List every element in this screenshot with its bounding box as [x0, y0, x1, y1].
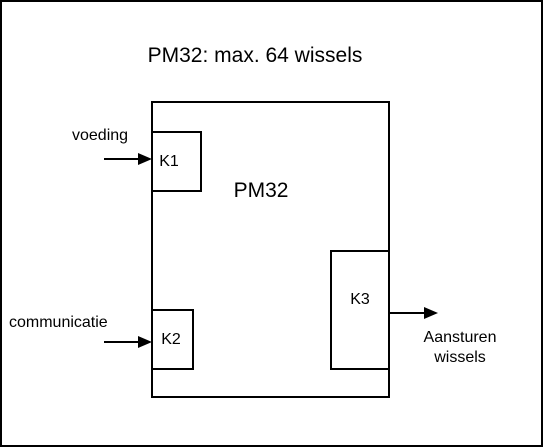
communicatie-label: communicatie: [9, 314, 108, 331]
aansturen-label-line2: wissels: [433, 349, 486, 366]
diagram-title: PM32: max. 64 wissels: [148, 44, 363, 67]
connector-k3: [330, 250, 390, 370]
voeding-arrow: [104, 153, 152, 165]
module-label: PM32: [234, 179, 289, 202]
connector-k3-label: K3: [350, 291, 370, 308]
connector-k2: [151, 309, 194, 370]
voeding-label: voeding: [72, 127, 128, 144]
aansturen-label-line1: Aansturen: [424, 329, 497, 346]
connector-k1-label: K1: [159, 153, 179, 170]
connector-k1: [151, 131, 202, 192]
communicatie-arrow: [104, 336, 152, 348]
connector-k2-label: K2: [161, 331, 181, 348]
aansturen-arrow: [389, 307, 438, 319]
